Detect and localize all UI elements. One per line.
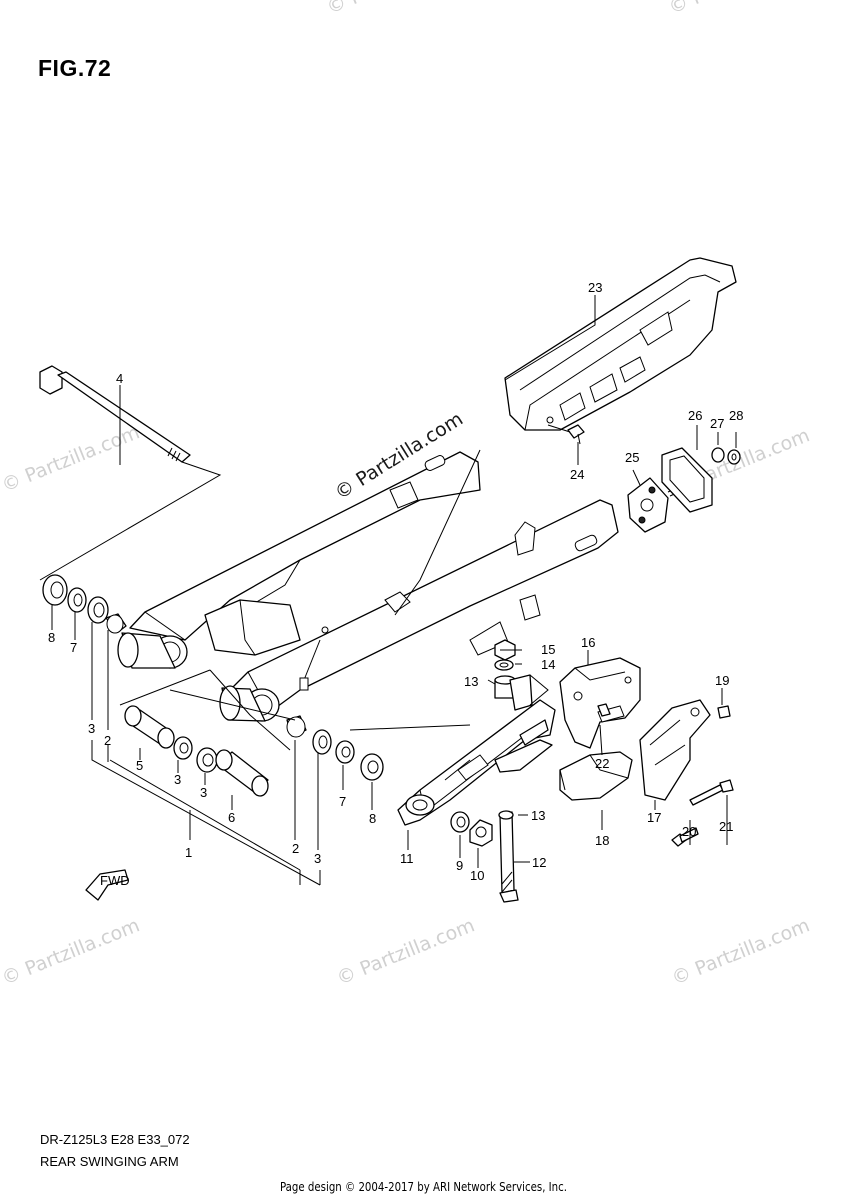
swinging-arm	[117, 451, 619, 722]
callout-13: 13	[464, 674, 478, 689]
callout-3: 3	[88, 721, 95, 736]
callout-26: 26	[688, 408, 702, 423]
watermark-text: © Partzilla.com	[324, 0, 468, 19]
watermark-text: © Partzilla.com	[0, 914, 143, 989]
pivot-collars	[124, 705, 384, 797]
callout-8: 8	[369, 811, 376, 826]
callout-2: 2	[292, 841, 299, 856]
callout-4: 4	[116, 371, 123, 386]
callout-3: 3	[174, 772, 181, 787]
callout-labels: 1 2 2 3 3 3 3 4 5 6 7 7 8 8 9 10 11 12 1…	[48, 280, 743, 883]
callout-16: 16	[581, 635, 595, 650]
watermark-text: © Partzilla.com	[666, 0, 810, 19]
bolt-19	[717, 705, 731, 719]
callout-18: 18	[595, 833, 609, 848]
callout-17: 17	[647, 810, 661, 825]
callout-7: 7	[339, 794, 346, 809]
callout-24: 24	[570, 467, 584, 482]
callout-10: 10	[470, 868, 484, 883]
fwd-label: FWD	[100, 873, 130, 888]
callout-14: 14	[541, 657, 555, 672]
model-code: DR-Z125L3 E28 E33_072	[40, 1132, 190, 1147]
callout-25: 25	[625, 450, 639, 465]
callout-8: 8	[48, 630, 55, 645]
bolt-24	[547, 424, 585, 445]
callout-7: 7	[70, 640, 77, 655]
watermark-text: © Partzilla.com	[669, 914, 813, 989]
watermark-text: © Partzilla.com	[334, 914, 478, 989]
callout-1: 1	[185, 845, 192, 860]
callout-5: 5	[136, 758, 143, 773]
watermark-text: © Partzilla.com	[0, 421, 143, 496]
callout-15: 15	[541, 642, 555, 657]
callout-22: 22	[595, 756, 609, 771]
fwd-arrow: FWD	[85, 869, 130, 901]
leader-lines	[51, 295, 737, 886]
callout-12: 12	[532, 855, 546, 870]
callout-27: 27	[710, 416, 724, 431]
left-pivot-seals	[42, 574, 127, 634]
chain-buffer	[397, 699, 556, 826]
chain-case	[504, 257, 737, 431]
pivot-bolt	[39, 365, 222, 581]
callout-19: 19	[715, 673, 729, 688]
callout-11: 11	[400, 851, 414, 866]
pad-18	[559, 751, 633, 801]
callout-13: 13	[531, 808, 545, 823]
callout-21: 21	[719, 819, 733, 834]
buffer-bolt	[450, 810, 519, 903]
bolt-21	[689, 779, 734, 806]
callout-3: 3	[200, 785, 207, 800]
diagram-name: REAR SWINGING ARM	[40, 1154, 179, 1169]
callout-28: 28	[729, 408, 743, 423]
callout-6: 6	[228, 810, 235, 825]
callout-23: 23	[588, 280, 602, 295]
callout-20: 20	[682, 824, 696, 839]
callout-3: 3	[314, 851, 321, 866]
chain-adjuster	[627, 447, 741, 533]
bolt-20	[671, 827, 699, 847]
figure-title: FIG.72	[38, 55, 112, 81]
nut-washer-collar	[349, 639, 549, 731]
bracket-16	[559, 657, 641, 749]
bracket-17	[639, 699, 711, 801]
callout-9: 9	[456, 858, 463, 873]
page-footer: Page design © 2004-2017 by ARI Network S…	[279, 1180, 568, 1194]
callout-2: 2	[104, 733, 111, 748]
